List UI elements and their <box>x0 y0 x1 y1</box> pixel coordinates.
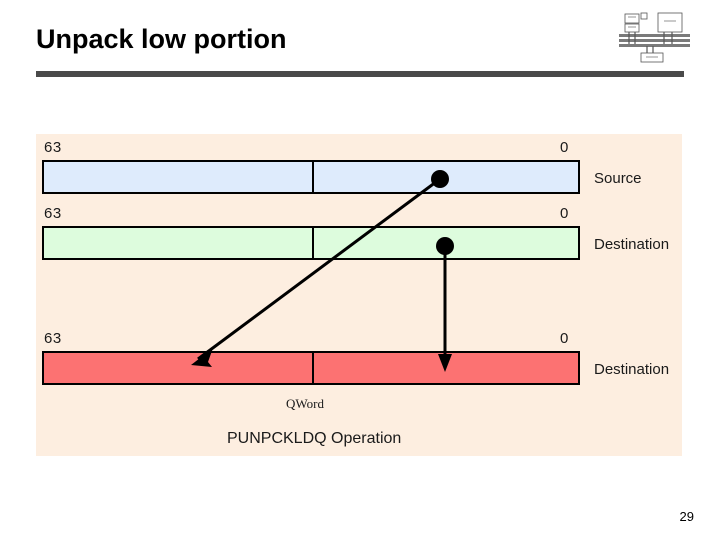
result-register-bar <box>42 351 580 385</box>
result-bit-high-label: 63 <box>44 330 62 347</box>
source-register-label: Source <box>594 170 642 187</box>
block-diagram-logo-icon <box>617 10 692 65</box>
destination-register-label: Destination <box>594 236 670 253</box>
title-divider <box>36 71 684 77</box>
arrow-source-low-to-result-high <box>191 170 449 367</box>
qword-label: QWord <box>286 396 324 411</box>
page-number: 29 <box>679 509 694 524</box>
punpckldq-diagram: 63 0 Source 63 0 Destination 63 0 Destin… <box>36 134 682 456</box>
result-bit-low-label: 0 <box>560 330 569 347</box>
source-bar-divider <box>312 162 314 192</box>
result-register-label: Destination <box>594 361 670 378</box>
destination-bit-high-label: 63 <box>44 205 62 222</box>
source-bit-low-label: 0 <box>560 139 569 156</box>
operation-caption: PUNPCKLDQ Operation <box>227 430 402 447</box>
source-register-bar <box>42 160 580 194</box>
result-bar-divider <box>312 353 314 383</box>
destination-bit-low-label: 0 <box>560 205 569 222</box>
source-bit-high-label: 63 <box>44 139 62 156</box>
page-title: Unpack low portion <box>36 24 287 54</box>
destination-bar-divider <box>312 228 314 258</box>
destination-register-bar <box>42 226 580 260</box>
